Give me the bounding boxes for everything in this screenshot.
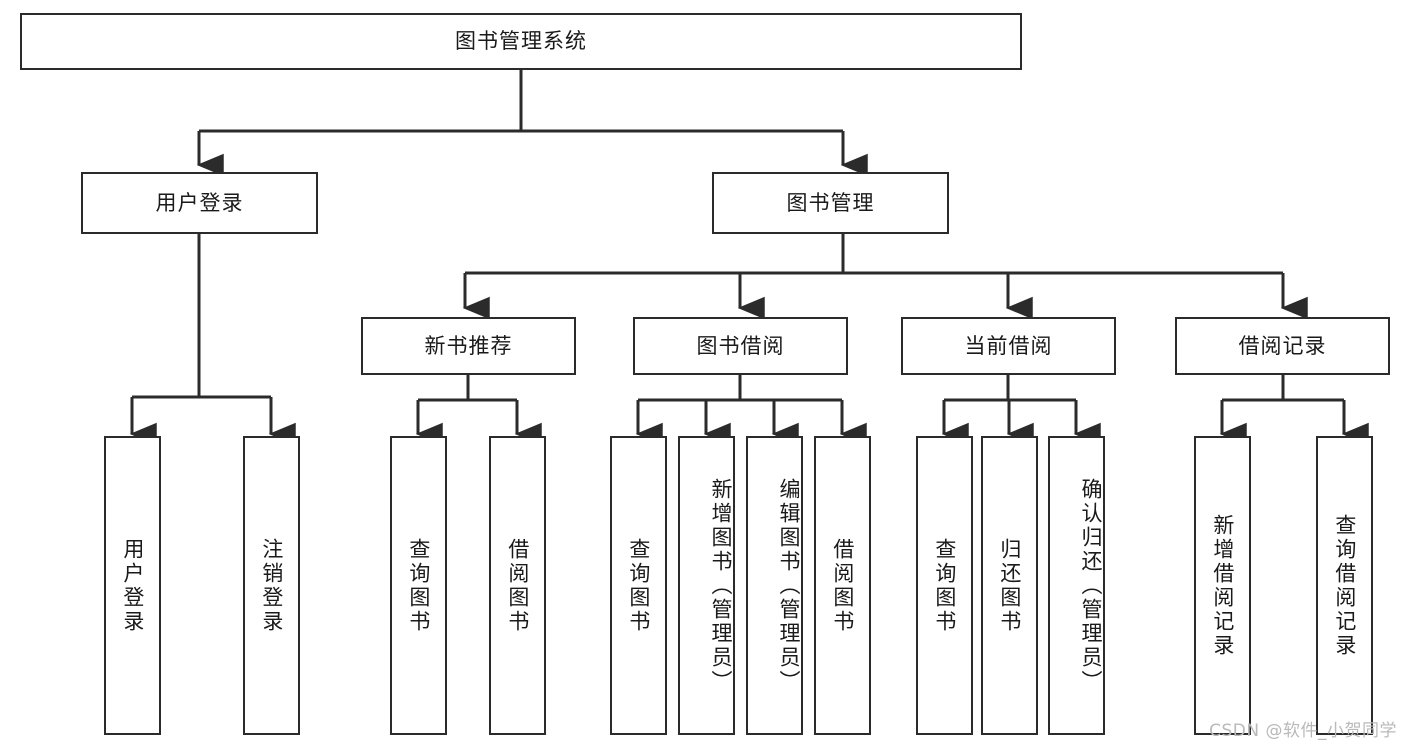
node-label: 归还图书 (997, 537, 1022, 634)
node-borrow-records[interactable]: 借阅记录 (1175, 317, 1390, 375)
node-label: 图书管理 (786, 190, 875, 215)
node-label: 借阅图书 (505, 537, 530, 634)
node-root-book-management-system[interactable]: 图书管理系统 (20, 13, 1022, 70)
node-label: 新增图书（管理员） (709, 477, 733, 694)
leaf-user-login-login[interactable]: 用户登录 (104, 436, 161, 735)
leaf-new-book-borrow-book[interactable]: 借阅图书 (489, 436, 546, 735)
node-label: 新增借阅记录 (1210, 513, 1235, 658)
leaf-book-borrow-add-book-admin[interactable]: 新增图书（管理员） (678, 436, 735, 735)
node-label: 查询图书 (626, 537, 651, 634)
node-label: 用户登录 (155, 190, 244, 215)
leaf-records-query-record[interactable]: 查询借阅记录 (1316, 436, 1373, 735)
leaf-book-borrow-borrow-book[interactable]: 借阅图书 (814, 436, 871, 735)
node-current-borrow[interactable]: 当前借阅 (901, 317, 1116, 375)
node-label: 编辑图书（管理员） (777, 477, 801, 694)
node-label: 用户登录 (120, 537, 145, 634)
leaf-current-borrow-return-book[interactable]: 归还图书 (981, 436, 1038, 735)
node-label: 图书管理系统 (455, 29, 587, 54)
node-book-borrow[interactable]: 图书借阅 (633, 317, 848, 375)
leaf-current-borrow-query-book[interactable]: 查询图书 (916, 436, 973, 735)
leaf-user-login-logout[interactable]: 注销登录 (243, 436, 300, 735)
node-label: 借阅图书 (830, 537, 855, 634)
watermark-text: CSDN @软件_小贺同学 (1209, 721, 1397, 741)
node-book-management[interactable]: 图书管理 (712, 172, 949, 234)
leaf-book-borrow-edit-book-admin[interactable]: 编辑图书（管理员） (746, 436, 803, 735)
node-label: 查询图书 (406, 537, 431, 634)
node-label: 借阅记录 (1238, 333, 1327, 358)
leaf-current-borrow-confirm-return-admin[interactable]: 确认归还（管理员） (1048, 436, 1105, 735)
node-label: 图书借阅 (696, 333, 785, 358)
leaf-book-borrow-query-book[interactable]: 查询图书 (610, 436, 667, 735)
node-new-book-recommend[interactable]: 新书推荐 (361, 317, 576, 375)
node-label: 查询借阅记录 (1332, 513, 1357, 658)
leaf-records-add-record[interactable]: 新增借阅记录 (1194, 436, 1251, 735)
node-label: 查询图书 (932, 537, 957, 634)
node-label: 注销登录 (259, 537, 284, 634)
node-label: 新书推荐 (424, 333, 513, 358)
node-user-login[interactable]: 用户登录 (81, 172, 318, 234)
node-label: 确认归还（管理员） (1079, 477, 1103, 694)
node-label: 当前借阅 (964, 333, 1053, 358)
leaf-new-book-query-book[interactable]: 查询图书 (390, 436, 447, 735)
